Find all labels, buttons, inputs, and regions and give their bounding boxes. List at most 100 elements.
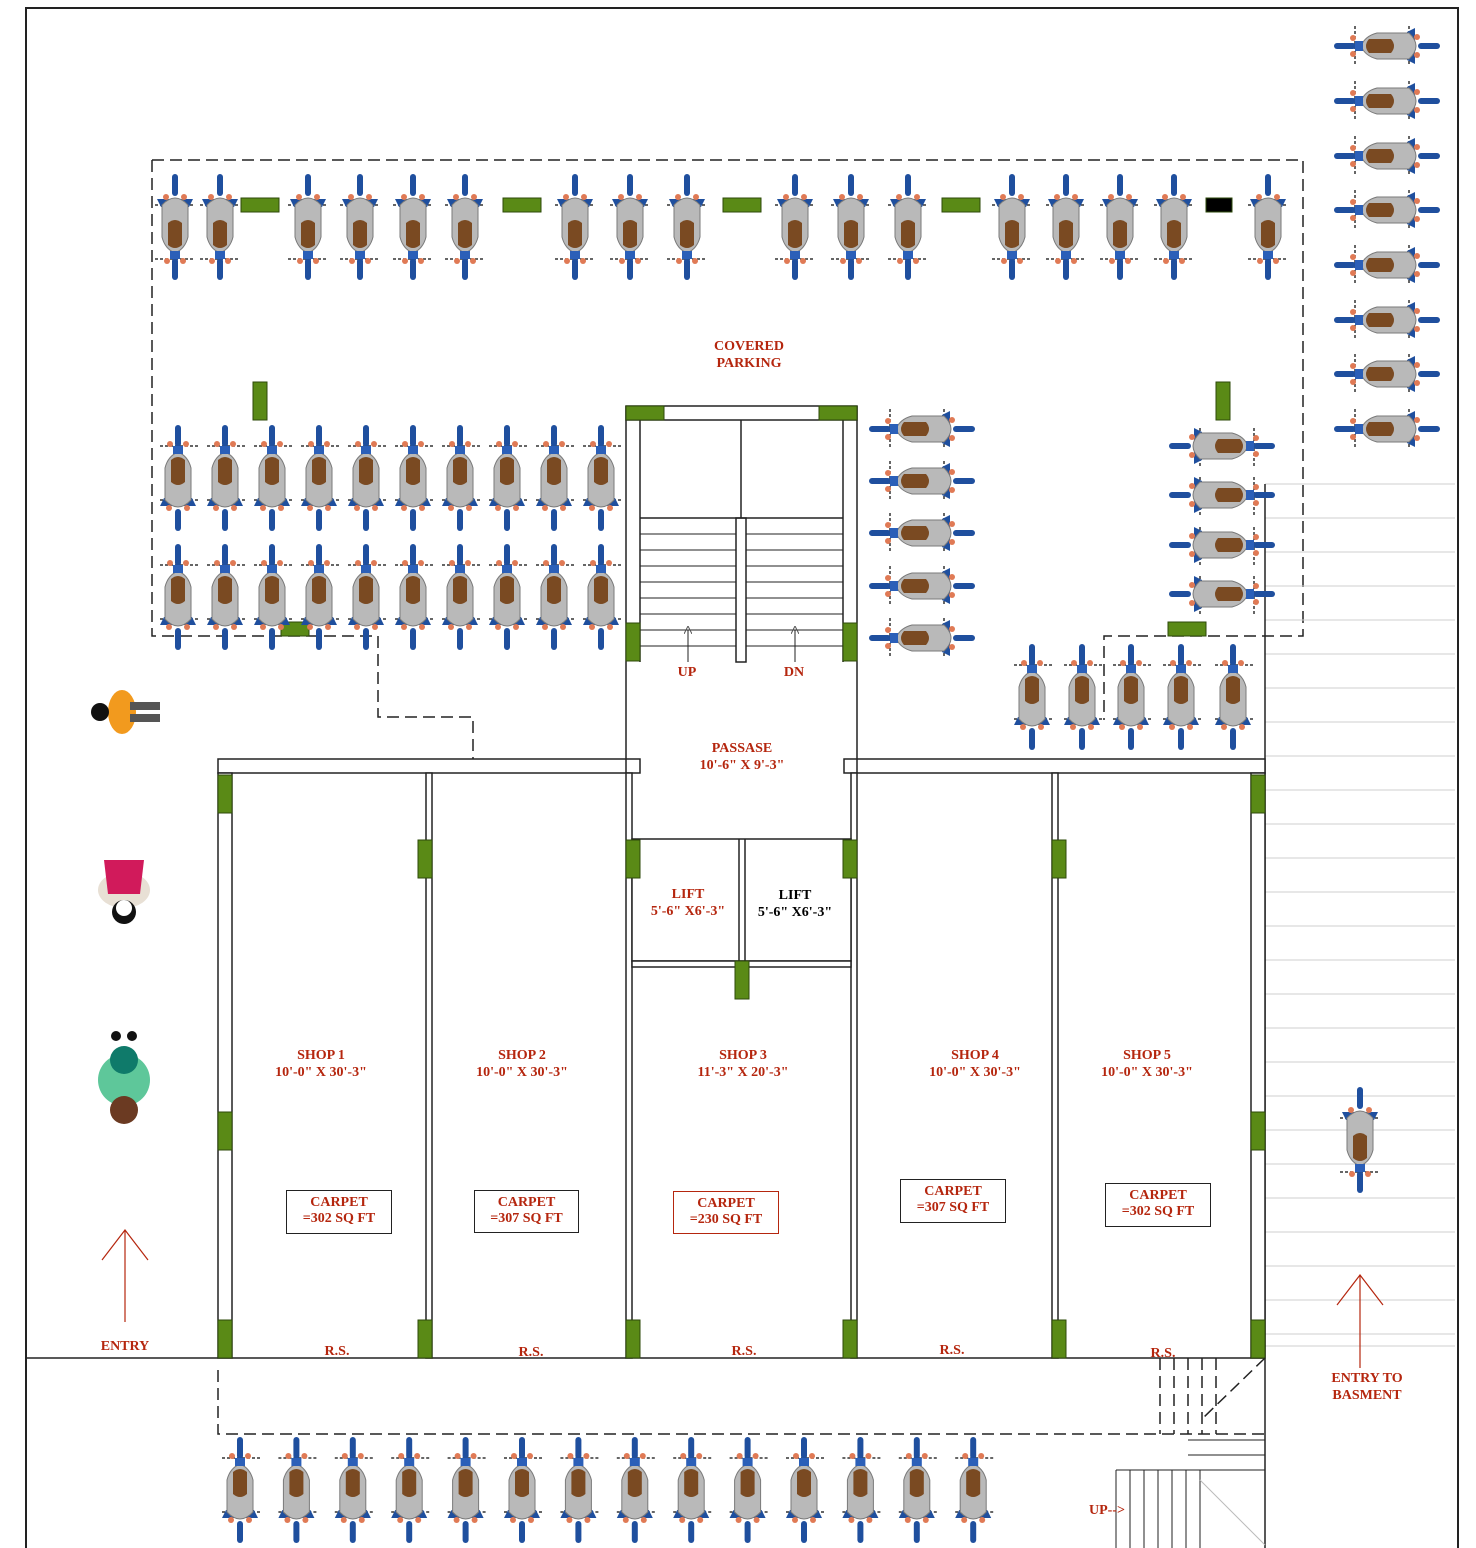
motorbike-icon — [952, 1436, 994, 1544]
ramp-lines — [1265, 483, 1455, 1347]
motorbike-icon — [1333, 25, 1441, 67]
motorbike-icon — [1168, 474, 1276, 516]
motorbike-icon — [1333, 353, 1441, 395]
motorbike-icon — [157, 424, 199, 532]
motorbike-icon — [887, 173, 929, 281]
passage-label: PASSASE 10'-6" X 9'-3" — [699, 741, 785, 773]
shop-5-rs-label: R.S. — [1150, 1346, 1176, 1361]
motorbike-icon — [1061, 643, 1103, 751]
person-icon — [98, 1031, 150, 1124]
motorbike-icon — [501, 1436, 543, 1544]
motorbike-icon — [1160, 643, 1202, 751]
motorbike-icon — [1099, 173, 1141, 281]
motorbike-icon — [204, 424, 246, 532]
motorbike-icon — [332, 1436, 374, 1544]
basement-entry-label: ENTRY TO BASMENT — [1331, 1371, 1403, 1403]
motorbike-icon — [1333, 189, 1441, 231]
motorbike-icon — [670, 1436, 712, 1544]
motorbike-icon — [896, 1436, 938, 1544]
shop-4-rs-label: R.S. — [939, 1343, 965, 1358]
lift-2-label: LIFT 5'-6" X6'-3" — [757, 888, 833, 920]
shop-3-rs-label: R.S. — [731, 1344, 757, 1359]
motorbike-icon — [1168, 573, 1276, 615]
motorbike-icon — [298, 424, 340, 532]
motorbike-icon — [609, 173, 651, 281]
motorbike-icon — [1333, 244, 1441, 286]
arrow-up-icon — [1336, 1274, 1384, 1368]
motorbike-icon — [388, 1436, 430, 1544]
entry-label: ENTRY — [100, 1339, 150, 1354]
motorbike-icon — [1339, 1086, 1381, 1194]
motorbike-icon — [554, 173, 596, 281]
plot-boundary — [25, 7, 1459, 1548]
shop-2-rs-label: R.S. — [518, 1345, 544, 1360]
motorbike-icon — [614, 1436, 656, 1544]
motorbike-icon — [868, 565, 976, 607]
motorbike-icon — [1168, 524, 1276, 566]
motorbike-icon — [1212, 643, 1254, 751]
motorbike-icon — [1333, 408, 1441, 450]
motorbike-icon — [219, 1436, 261, 1544]
motorbike-icon — [154, 173, 196, 281]
motorbike-icon — [868, 408, 976, 450]
motorbike-icon — [557, 1436, 600, 1544]
motorbike-icon — [839, 1436, 882, 1544]
motorbike-icon — [1333, 299, 1441, 341]
motorbike-icon — [533, 424, 575, 532]
motorbike-icon — [204, 543, 246, 651]
motorbike-icon — [1333, 80, 1441, 122]
motorbike-icon — [533, 543, 575, 651]
motorbike-icon — [783, 1436, 825, 1544]
motorbike-icon — [830, 173, 872, 281]
motorbike-icon — [1168, 425, 1276, 467]
motorbike-icon — [392, 173, 434, 281]
motorbike-icon — [868, 460, 976, 502]
motorbike-icon — [1110, 643, 1152, 751]
front-parking-strip — [217, 1357, 1266, 1435]
motorbike-icon — [666, 173, 708, 281]
arrow-up-icon — [101, 1229, 149, 1322]
motorbike-icon — [1011, 643, 1053, 751]
motorbike-icon — [275, 1436, 318, 1544]
motorbike-icon — [251, 424, 293, 532]
covered-parking-boundary — [151, 159, 1304, 760]
motorbike-icon — [868, 512, 976, 554]
motorbike-icon — [392, 424, 434, 532]
motorbike-icon — [439, 543, 481, 651]
stair-up-label: UP — [677, 665, 697, 680]
motorbike-icon — [339, 173, 381, 281]
lift-1-label: LIFT 5'-6" X6'-3" — [650, 887, 726, 919]
motorbike-icon — [199, 173, 241, 281]
motorbike-icon — [287, 173, 329, 281]
motorbike-icon — [774, 173, 816, 281]
shop-4-carpet-box: CARPET=307 SQ FT — [900, 1179, 1006, 1223]
person-icon — [98, 860, 150, 924]
motorbike-icon — [345, 543, 387, 651]
motorbike-icon — [157, 543, 199, 651]
shop-1-rs-label: R.S. — [324, 1344, 350, 1359]
motorbike-icon — [726, 1436, 769, 1544]
motorbike-icon — [486, 424, 528, 532]
shop-1-carpet-box: CARPET=302 SQ FT — [286, 1190, 392, 1234]
motorbike-icon — [580, 424, 622, 532]
shop-2-carpet-box: CARPET=307 SQ FT — [474, 1190, 579, 1233]
motorbike-icon — [868, 617, 976, 659]
bikes-layer — [154, 25, 1441, 1544]
motorbike-icon — [486, 543, 528, 651]
motorbike-icon — [392, 543, 434, 651]
motorbike-icon — [439, 424, 481, 532]
motorbike-icon — [580, 543, 622, 651]
basement-stair — [1115, 1439, 1266, 1548]
shop-5-carpet-box: CARPET=302 SQ FT — [1105, 1183, 1211, 1227]
basement-ramp-up-label: UP--> — [1089, 1503, 1125, 1518]
motorbike-icon — [444, 173, 486, 281]
stair-down-label: DN — [783, 665, 805, 680]
motorbike-icon — [345, 424, 387, 532]
motorbike-icon — [1153, 173, 1195, 281]
motorbike-icon — [991, 173, 1033, 281]
